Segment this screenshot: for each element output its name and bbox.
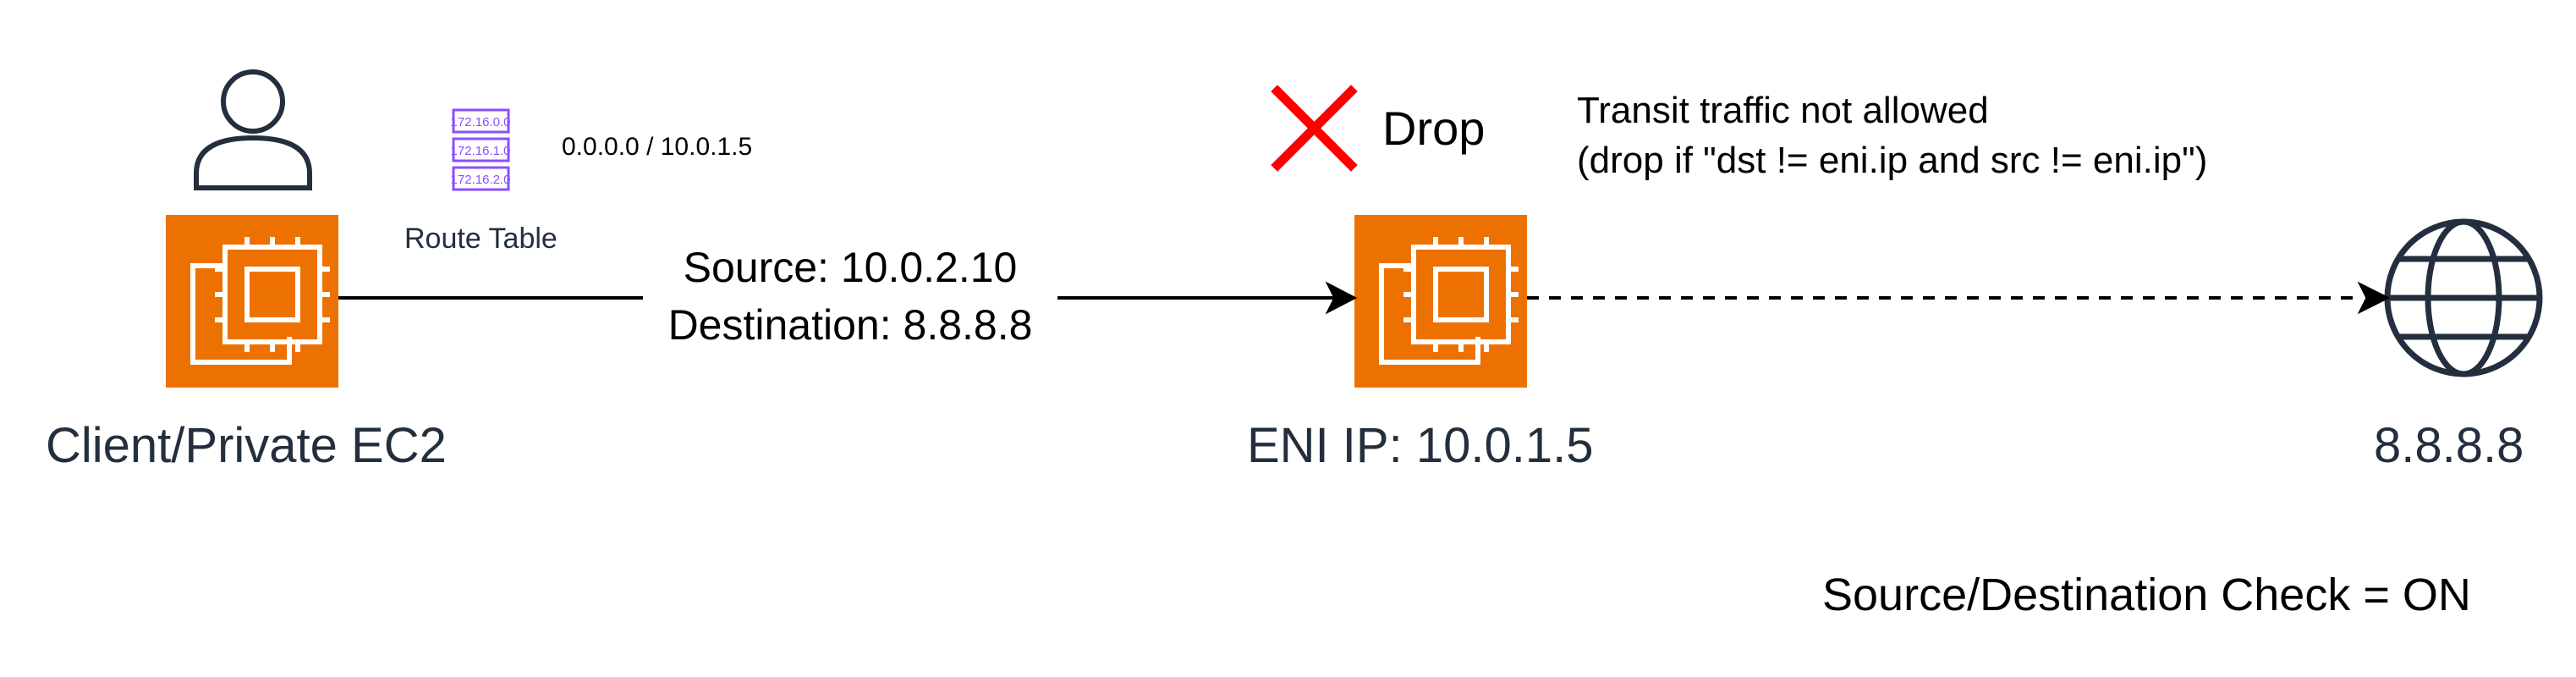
packet-source: Source: 10.0.2.10 <box>683 244 1018 291</box>
route-table-label: Route Table <box>404 223 557 255</box>
traffic-arrowhead <box>1325 281 1358 315</box>
dropped-traffic-arrowhead <box>2357 281 2391 315</box>
client-node-label: Client/Private EC2 <box>46 418 447 473</box>
route-entry-text: 0.0.0.0 / 10.0.1.5 <box>562 133 753 161</box>
route-table-icon: 172.16.0.0 172.16.1.0 172.16.2.0 <box>451 108 511 191</box>
user-icon <box>194 69 312 190</box>
route-entry-1: 172.16.0.0 <box>451 115 511 129</box>
globe-icon <box>2384 218 2543 377</box>
transit-note-line1: Transit traffic not allowed <box>1577 90 1989 131</box>
route-entry-3: 172.16.2.0 <box>451 173 511 187</box>
ec2-instance-icon <box>1354 215 1527 388</box>
internet-node-label: 8.8.8.8 <box>2374 418 2524 473</box>
source-destination-check-status: Source/Destination Check = ON <box>1822 570 2471 620</box>
drop-label: Drop <box>1382 102 1486 155</box>
route-entry-2: 172.16.1.0 <box>451 144 511 158</box>
eni-node-label: ENI IP: 10.0.1.5 <box>1247 418 1594 473</box>
ec2-instance-icon <box>166 215 338 388</box>
transit-note-line2: (drop if "dst != eni.ip and src != eni.i… <box>1577 140 2208 181</box>
drop-x-icon <box>1271 85 1358 172</box>
packet-destination: Destination: 8.8.8.8 <box>667 301 1033 349</box>
